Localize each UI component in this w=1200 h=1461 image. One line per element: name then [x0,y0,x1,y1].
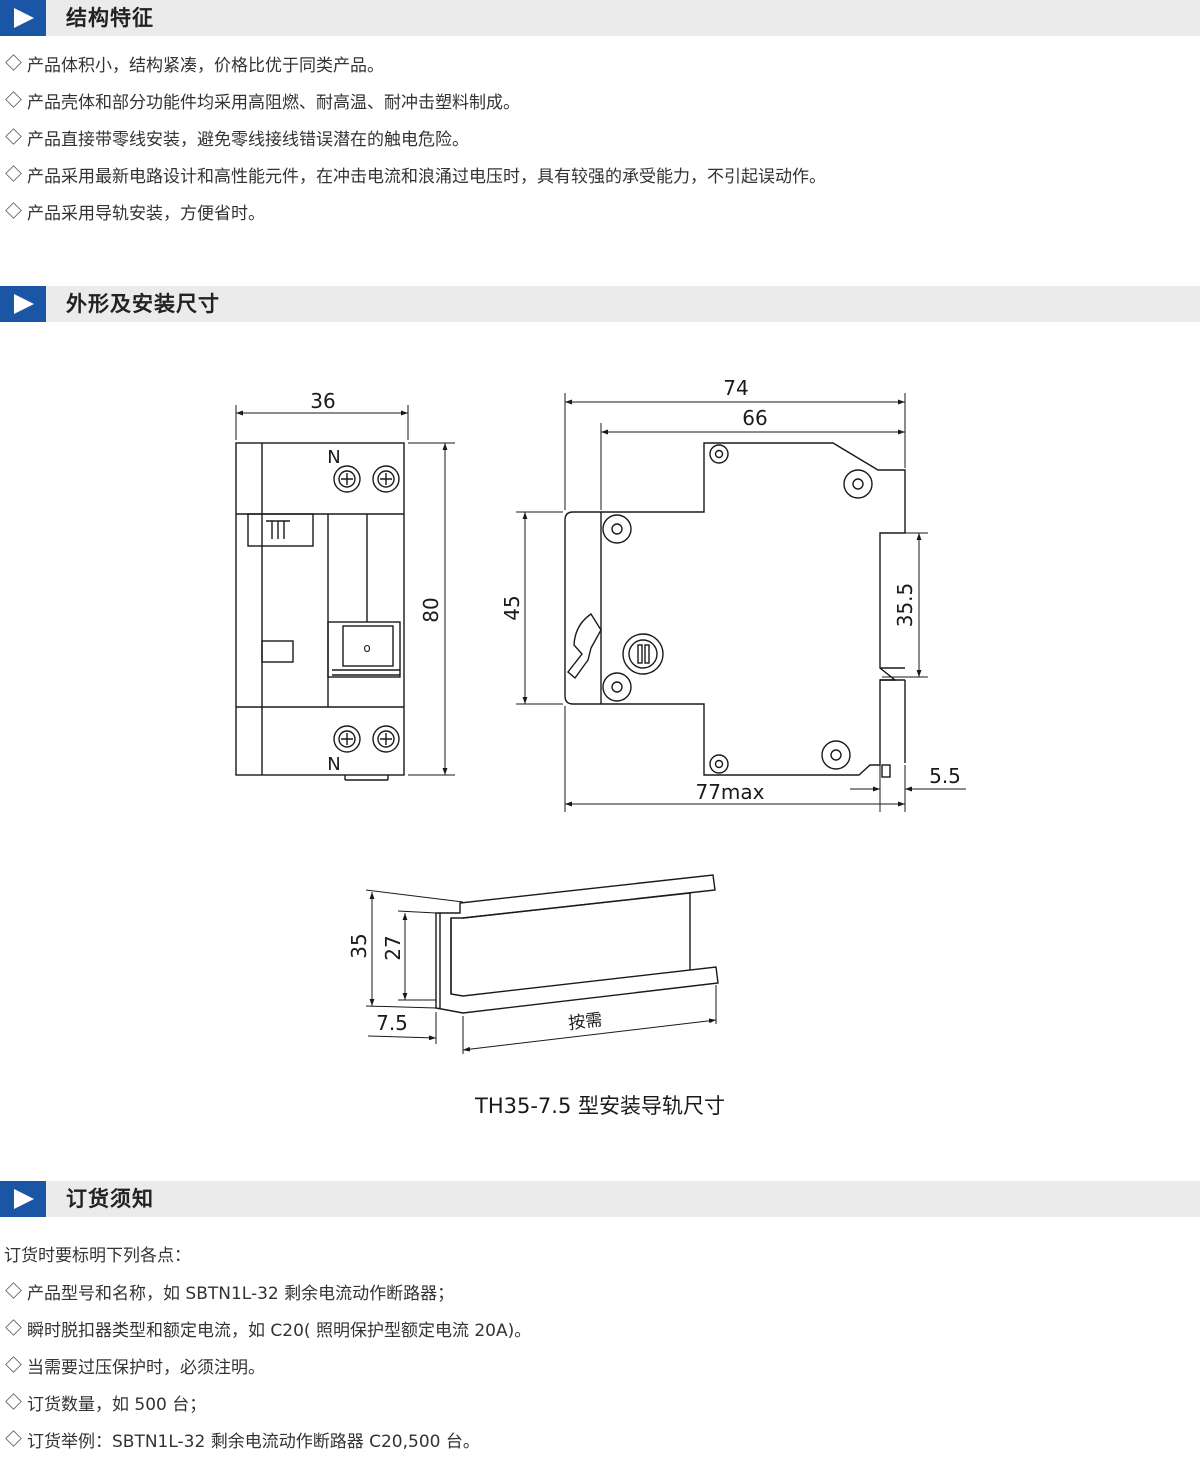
side-rail-label: 35.5 [893,583,917,628]
front-width-label: 36 [310,389,335,413]
rail-inner-label: 27 [381,935,405,960]
section-header-features: 结构特征 [0,0,1200,36]
list-item: 订货举例：SBTN1L-32 剩余电流动作断路器 C20,500 台。 [4,1424,531,1461]
rail-length-label: 按需 [567,1010,603,1034]
play-arrow-icon [0,0,46,36]
rail-view [365,874,719,1054]
list-item: 产品直接带零线安装，避免零线接线错误潜在的触电危险。 [4,122,826,159]
front-view [235,405,455,781]
neutral-top-label: N [327,447,340,468]
diamond-bullet-icon [5,1319,22,1336]
diamond-bullet-icon [5,1430,22,1447]
list-item: 产品采用最新电路设计和高性能元件，在冲击电流和浪涌过电压时，具有较强的承受能力，… [4,159,826,196]
list-item: 产品型号和名称，如 SBTN1L-32 剩余电流动作断路器； [4,1276,531,1313]
section-header-dimensions: 外形及安装尺寸 [0,286,1200,322]
handle-label: o [363,641,370,655]
play-arrow-icon [0,1181,46,1217]
list-item: 产品壳体和部分功能件均采用高阻燃、耐高温、耐冲击塑料制成。 [4,85,826,122]
side-depth-label: 77max [695,780,764,804]
list-item: 订货数量，如 500 台； [4,1387,531,1424]
diamond-bullet-icon [5,1282,22,1299]
list-item: 瞬时脱扣器类型和额定电流，如 C20( 照明保护型额定电流 20A)。 [4,1313,531,1350]
diamond-bullet-icon [5,202,22,219]
side-height-label: 45 [500,595,524,620]
list-item: 当需要过压保护时，必须注明。 [4,1350,531,1387]
section-header-ordering: 订货须知 [0,1181,1200,1217]
diamond-bullet-icon [5,1393,22,1410]
ordering-intro: 订货时要标明下列各点： [4,1246,191,1266]
dimension-drawing: 36 80 N N o 74 66 45 35.5 77max 5.5 35 2… [235,376,966,1118]
rail-height-label: 35 [347,933,371,958]
rail-caption: TH35-7.5 型安装导轨尺寸 [474,1094,725,1118]
play-arrow-icon [0,286,46,322]
section-title-dimensions: 外形及安装尺寸 [66,292,220,316]
list-item: 产品体积小，结构紧凑，价格比优于同类产品。 [4,48,826,85]
rail-flange-label: 7.5 [376,1011,408,1035]
ordering-list: 产品型号和名称，如 SBTN1L-32 剩余电流动作断路器； 瞬时脱扣器类型和额… [4,1276,531,1461]
diamond-bullet-icon [5,128,22,145]
side-view [516,393,966,812]
diamond-bullet-icon [5,54,22,71]
neutral-bottom-label: N [327,754,340,775]
front-height-label: 80 [419,597,443,622]
diamond-bullet-icon [5,1356,22,1373]
section-title-ordering: 订货须知 [66,1187,154,1211]
side-overall-label: 74 [723,376,748,400]
side-body-label: 66 [742,406,767,430]
list-item: 产品采用导轨安装，方便省时。 [4,196,826,233]
diamond-bullet-icon [5,165,22,182]
feature-list: 产品体积小，结构紧凑，价格比优于同类产品。 产品壳体和部分功能件均采用高阻燃、耐… [4,48,826,233]
side-offset-label: 5.5 [929,764,961,788]
diamond-bullet-icon [5,91,22,108]
section-title-features: 结构特征 [66,6,154,30]
